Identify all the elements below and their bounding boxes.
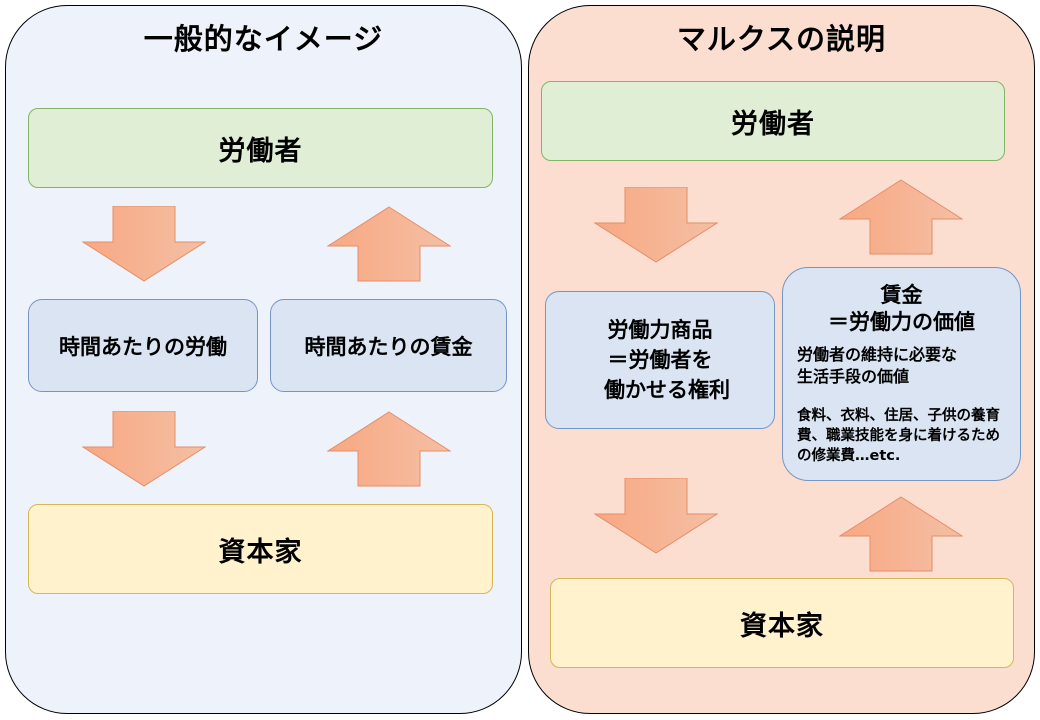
wage-per-hour-box: 時間あたりの賃金 <box>270 299 507 392</box>
wage-desc-line1: 労働者の維持に必要な <box>797 345 958 364</box>
arrow-down-icon <box>82 206 206 282</box>
wage-examples-line1: 食料、衣料、住居、子供の養育 <box>797 408 1000 424</box>
labor-per-hour-label: 時間あたりの労働 <box>59 334 227 359</box>
capitalist-box-left: 資本家 <box>28 504 493 594</box>
labor-power-line1: 労働力商品 <box>607 318 713 342</box>
panel-title-general: 一般的なイメージ <box>143 22 384 56</box>
worker-label: 労働者 <box>218 135 303 167</box>
labor-power-line2: ＝労働者を <box>607 348 713 372</box>
wage-examples-line2: 費、職業技能を身に着けるため <box>797 428 1000 444</box>
wage-title-line1: 賃金 <box>880 283 923 307</box>
labor-power-line3: 働かせる権利 <box>604 378 730 402</box>
labor-per-hour-box: 時間あたりの労働 <box>28 299 258 392</box>
wage-description: 労働者の維持に必要な 生活手段の価値 <box>793 344 1014 388</box>
panel-title-marx: マルクスの説明 <box>676 22 887 56</box>
wage-title-line2: ＝労働力の価値 <box>828 310 975 334</box>
arrow-down-icon <box>594 187 718 263</box>
arrow-up-icon <box>839 179 963 255</box>
arrow-up-icon <box>327 411 451 487</box>
arrow-up-icon <box>839 496 963 572</box>
wage-per-hour-label: 時間あたりの賃金 <box>304 334 473 359</box>
worker-label: 労働者 <box>731 108 815 140</box>
arrow-up-icon <box>327 206 451 282</box>
capitalist-label: 資本家 <box>740 610 824 642</box>
wage-examples-line3: の修業費…etc. <box>797 448 901 464</box>
capitalist-box-right: 資本家 <box>550 578 1014 668</box>
arrow-down-icon <box>594 478 718 554</box>
wage-value-box: 賃金 ＝労働力の価値 労働者の維持に必要な 生活手段の価値 食料、衣料、住居、子… <box>782 267 1021 481</box>
arrow-down-icon <box>82 411 206 487</box>
capitalist-label: 資本家 <box>218 536 303 568</box>
worker-box-right: 労働者 <box>541 81 1005 161</box>
worker-box-left: 労働者 <box>28 108 493 188</box>
wage-desc-line2: 生活手段の価値 <box>797 367 910 386</box>
labor-power-commodity-box: 労働力商品 ＝労働者を 働かせる権利 <box>545 291 775 429</box>
wage-examples: 食料、衣料、住居、子供の養育 費、職業技能を身に着けるため の修業費…etc. <box>793 406 1014 466</box>
